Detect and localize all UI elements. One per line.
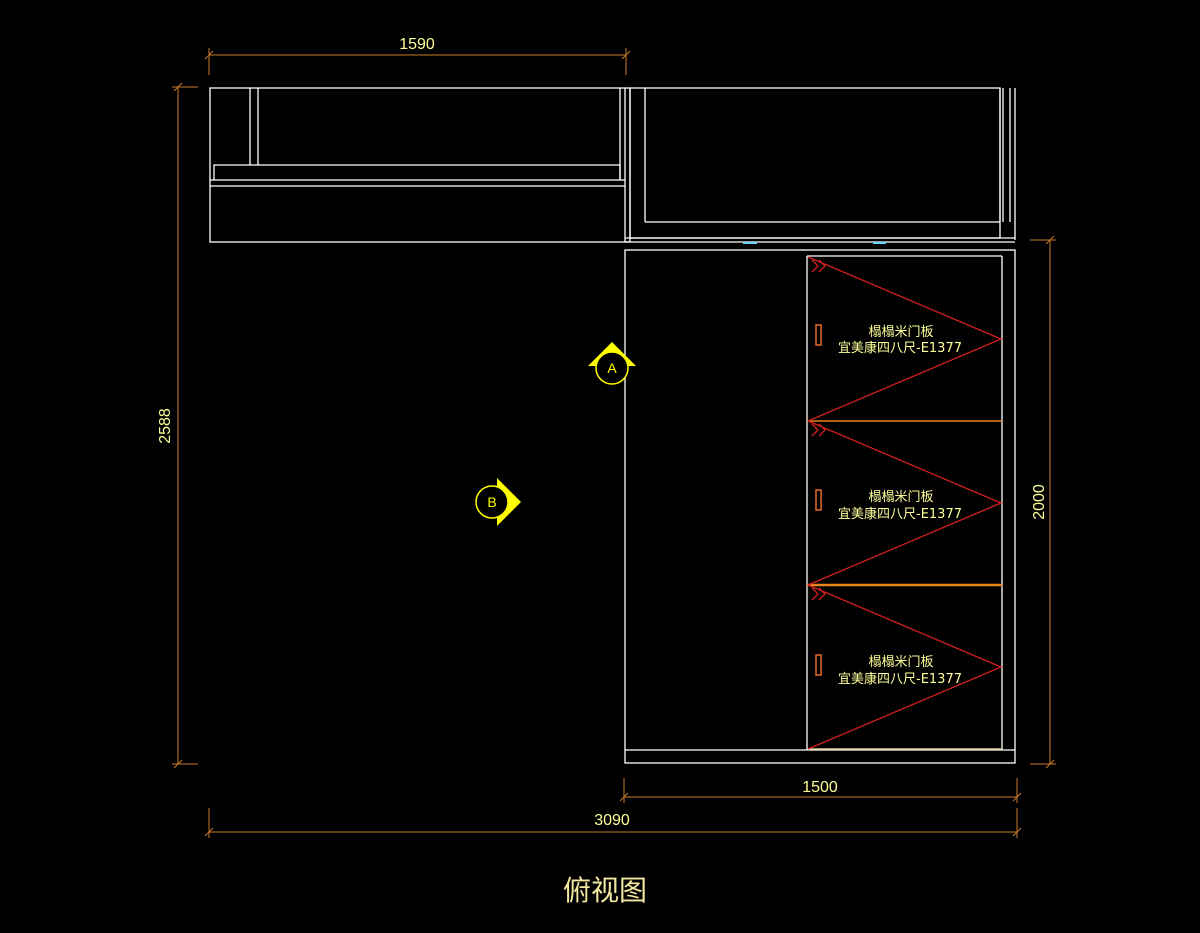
hinge-chevron-1b — [818, 259, 826, 273]
door-panel-labels: 榻榻米门板 宜美康四八尺-E1377 榻榻米门板 宜美康四八尺-E1377 榻榻… — [838, 325, 962, 687]
dimension-lines — [172, 48, 1056, 838]
view-marker-b-circle — [475, 485, 509, 519]
dim-top-label: 1590 — [399, 36, 435, 53]
door-panel-2-line1: 榻榻米门板 — [868, 490, 933, 505]
door-swing-2 — [807, 420, 1003, 586]
dim-wardrobe-tick-right — [1012, 792, 1022, 802]
door-handle-2 — [815, 489, 822, 511]
view-marker-a-label: A — [607, 360, 617, 376]
dimension-labels: 1590 2588 2000 1500 3090 — [157, 36, 1048, 829]
door-handle-1 — [815, 324, 822, 346]
dim-left-tick-bottom — [173, 759, 183, 769]
hinge-chevron-2b — [818, 423, 826, 437]
door-handles — [815, 324, 822, 676]
wardrobe-outer — [624, 249, 1016, 764]
view-marker-a-circle — [595, 351, 629, 385]
door-panel-2-line2: 宜美康四八尺-E1377 — [838, 506, 962, 522]
dim-right-tick-top — [1045, 235, 1055, 245]
dim-top-tick-left — [204, 50, 214, 60]
view-marker-b: B — [475, 478, 521, 526]
shelf-dividers — [807, 420, 1002, 750]
drawing-title: 俯视图 — [563, 874, 647, 907]
dim-wardrobe-tick-left — [619, 792, 629, 802]
floor-plan-outline — [209, 87, 1016, 764]
dim-total-tick-left — [204, 827, 214, 837]
dim-top-tick-right — [621, 50, 631, 60]
upper-right-unit-outer — [629, 87, 1001, 239]
dim-total-tick-right — [1012, 827, 1022, 837]
dim-wardrobe-label: 1500 — [802, 779, 838, 796]
upper-left-inner-shelf — [213, 164, 621, 180]
dim-left-label: 2588 — [157, 408, 174, 444]
door-swing-1 — [807, 256, 1003, 422]
door-panel-1-line2: 宜美康四八尺-E1377 — [838, 340, 962, 356]
view-marker-b-label: B — [487, 494, 496, 510]
door-panel-3-line2: 宜美康四八尺-E1377 — [838, 671, 962, 687]
view-marker-a: A — [588, 342, 636, 385]
hinge-chevron-2a — [811, 423, 819, 437]
dim-right-tick-bottom — [1045, 759, 1055, 769]
dim-right-label: 2000 — [1031, 484, 1048, 520]
hinge-chevron-3a — [811, 587, 819, 601]
door-swing-group — [807, 256, 1003, 750]
door-handle-3 — [815, 654, 822, 676]
dim-left-tick-top — [173, 82, 183, 92]
door-panel-3-line1: 榻榻米门板 — [868, 655, 933, 670]
door-panel-1-line1: 榻榻米门板 — [868, 325, 933, 340]
hinge-chevron-1a — [811, 259, 819, 273]
dim-total-label: 3090 — [594, 812, 630, 829]
door-swing-3 — [807, 584, 1003, 750]
hinge-chevron-3b — [818, 587, 826, 601]
